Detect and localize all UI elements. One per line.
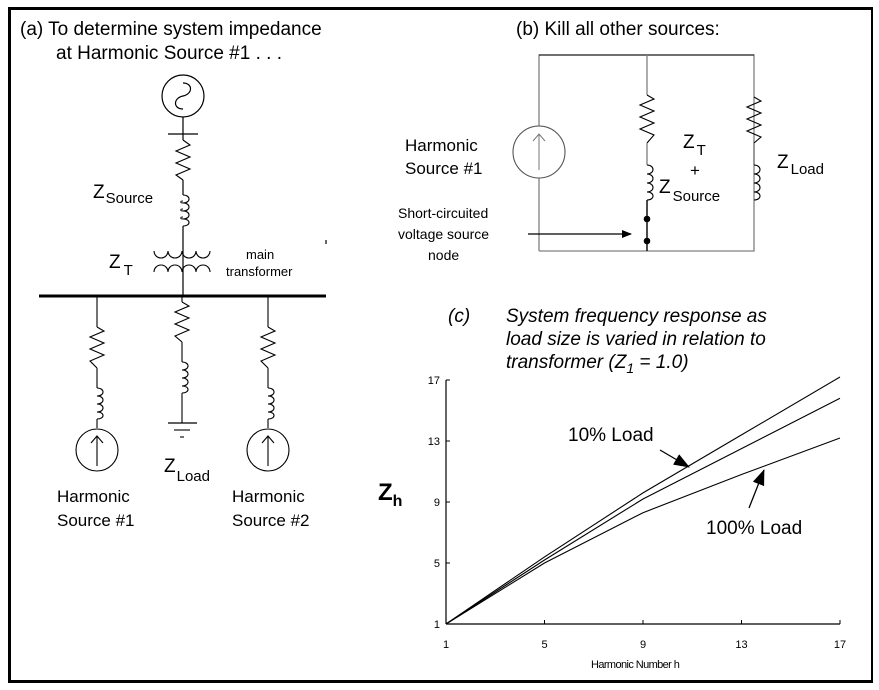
panel-c-title-line2: load size is varied in relation to — [506, 329, 766, 350]
annotation-100-load: 100% Load — [706, 518, 802, 539]
panel-c-title-line3: transformer (Z1 = 1.0) — [506, 352, 689, 376]
annotation-10-load-arrow — [659, 449, 690, 468]
short-circuit-note-line3: node — [428, 247, 459, 263]
panel-a-title-line2: at Harmonic Source #1 . . . — [56, 43, 282, 64]
zload-inductor-icon — [753, 164, 761, 201]
panel-c-title-line1: System frequency response as — [506, 306, 767, 327]
source-resistor-icon — [174, 139, 192, 181]
y-tick-label: 1 — [434, 619, 440, 631]
resistor-icon — [88, 326, 106, 369]
transformer-label-transformer: transformer — [226, 264, 293, 279]
series-lines — [445, 376, 841, 625]
node-dot — [643, 237, 651, 245]
y-ticks: 1 5 9 13 17 — [428, 375, 450, 631]
series-line-1 — [445, 376, 841, 625]
y-tick-label: 5 — [434, 558, 440, 570]
source-2-line2: Source #2 — [232, 511, 310, 530]
branch-source-2 — [246, 296, 290, 472]
panel-a: (a) To determine system impedance at Har… — [20, 19, 327, 530]
annotation-100-load-arrow — [748, 469, 765, 509]
zsource-inductor-icon — [646, 164, 654, 201]
annotation-10-load: 10% Load — [568, 425, 654, 446]
figure-frame — [8, 7, 873, 683]
short-circuit-note-line1: Short-circuited — [398, 205, 488, 221]
transformer-icon — [153, 250, 211, 273]
resistor-icon — [173, 301, 191, 343]
z-source-label: ZSource — [93, 182, 153, 207]
x-tick-label: 9 — [640, 639, 646, 651]
panel-b-title: (b) Kill all other sources: — [516, 19, 720, 40]
branch-source-1 — [75, 296, 119, 472]
zload-resistor-icon — [745, 96, 763, 144]
current-source-icon — [246, 428, 290, 472]
transformer-label-main: main — [246, 247, 274, 262]
current-source-icon — [75, 428, 119, 472]
panel-b-source-line2: Source #1 — [405, 159, 483, 178]
frequency-response-chart: 1 5 9 13 17 1 5 9 13 17 Harmonic Number h Zh 10%… — [378, 375, 846, 671]
panel-c-label: (c) — [448, 306, 470, 327]
y-tick-label: 13 — [428, 436, 440, 448]
source-inductor-icon — [180, 194, 190, 227]
panel-c: (c) System frequency response as load si… — [378, 306, 846, 671]
ground-icon — [168, 422, 197, 438]
source-1-line1: Harmonic — [57, 487, 130, 506]
panel-b-plus: + — [690, 161, 700, 180]
panel-a-title-line1: (a) To determine system impedance — [20, 19, 322, 40]
panel-b: (b) Kill all other sources: Harmonic Sou… — [398, 19, 824, 263]
x-axis-label: Harmonic Number h — [591, 659, 680, 671]
source-1-line2: Source #1 — [57, 511, 135, 530]
node-dot — [643, 215, 651, 223]
current-source-icon — [512, 125, 566, 179]
inductor-icon — [267, 387, 275, 420]
z-load-label: ZLoad — [164, 456, 210, 485]
x-tick-label: 13 — [735, 639, 747, 651]
y-tick-label: 17 — [428, 375, 440, 387]
panel-b-source-line1: Harmonic — [405, 136, 478, 155]
resistor-icon — [259, 326, 277, 369]
y-axis-label: Zh — [378, 479, 402, 510]
series-line-3 — [445, 437, 841, 625]
x-tick-label: 17 — [834, 639, 846, 651]
inductor-icon — [181, 361, 189, 394]
x-tick-label: 5 — [541, 639, 547, 651]
zt-resistor-icon — [638, 94, 656, 144]
x-tick-label: 1 — [443, 639, 449, 651]
y-tick-label: 9 — [434, 497, 440, 509]
source-2-line1: Harmonic — [232, 487, 305, 506]
branch-load — [168, 296, 197, 438]
inductor-icon — [96, 387, 104, 420]
short-circuit-note-line2: voltage source — [398, 226, 489, 242]
generator-icon — [161, 74, 205, 118]
series-line-2 — [445, 397, 841, 625]
x-ticks: 1 5 9 13 17 — [443, 620, 846, 651]
